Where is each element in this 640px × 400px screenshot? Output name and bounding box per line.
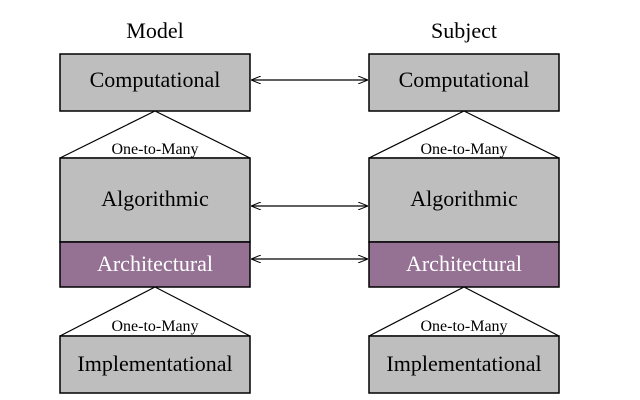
subject-upper-relation-label: One-to-Many [420, 141, 507, 158]
model-implementational-label: Implementational [77, 351, 232, 376]
subject-computational-box [368, 53, 560, 112]
model-algorithmic-box [59, 157, 251, 243]
subject-algorithmic-label: Algorithmic [410, 186, 518, 211]
subject-implementational-box [368, 335, 560, 394]
subject-architectural-box [368, 241, 560, 288]
subject-algorithmic-box [368, 157, 560, 243]
model-column: Computational One-to-Many Algorithmic Ar… [59, 53, 251, 394]
model-lower-relation-label: One-to-Many [111, 318, 198, 335]
subject-column-title: Subject [431, 18, 497, 43]
model-algorithmic-label: Algorithmic [101, 186, 209, 211]
model-architectural-box [59, 241, 251, 288]
model-computational-box [59, 53, 251, 112]
model-computational-label: Computational [90, 67, 221, 92]
subject-computational-label: Computational [399, 67, 530, 92]
model-implementational-box [59, 335, 251, 394]
model-column-title: Model [126, 18, 183, 43]
model-upper-relation-label: One-to-Many [111, 141, 198, 158]
subject-lower-relation-label: One-to-Many [420, 318, 507, 335]
subject-architectural-label: Architectural [406, 251, 522, 276]
model-architectural-label: Architectural [97, 251, 213, 276]
subject-column: Computational One-to-Many Algorithmic Ar… [368, 53, 560, 394]
subject-implementational-label: Implementational [386, 351, 541, 376]
